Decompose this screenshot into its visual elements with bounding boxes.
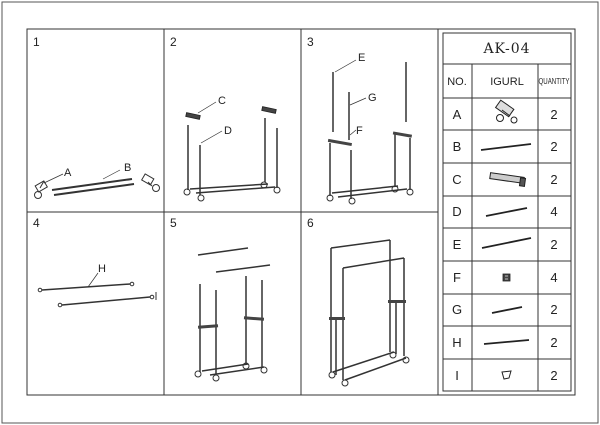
step-panel-5: 5 xyxy=(170,216,271,382)
part-label-b: B xyxy=(124,162,131,174)
part-quantity: 2 xyxy=(550,139,557,154)
step-number: 4 xyxy=(33,216,40,230)
part-quantity: 2 xyxy=(550,172,557,187)
caster-wheel-icon xyxy=(34,180,49,199)
part-id: F xyxy=(453,270,461,285)
step-number: 1 xyxy=(33,35,40,49)
table-row: I 2 xyxy=(455,368,557,383)
upright-tube-icon xyxy=(485,207,528,217)
panel-grid xyxy=(27,29,439,395)
connector-bracket-icon xyxy=(329,300,406,320)
frame-with-uprights-drawing xyxy=(326,62,414,205)
part-quantity: 2 xyxy=(550,335,557,350)
part-quantity: 2 xyxy=(550,237,557,252)
hanging-rail-icon xyxy=(483,339,530,345)
part-quantity: 2 xyxy=(550,107,557,122)
part-label-d: D xyxy=(224,125,232,137)
part-id: C xyxy=(452,172,461,187)
model-title: AK-04 xyxy=(482,41,530,57)
step-panel-4: 4 H xyxy=(33,216,157,308)
step-panel-6: 6 xyxy=(307,216,410,387)
step-panel-1: 1 A B xyxy=(33,35,160,199)
hanging-rail-drawing xyxy=(37,281,157,308)
part-quantity: 4 xyxy=(550,270,557,285)
part-id: E xyxy=(453,237,462,252)
header-figure: IGURL xyxy=(490,76,524,88)
table-row: A 2 xyxy=(453,99,558,124)
connector-bracket-icon xyxy=(185,106,277,120)
table-row: E 2 xyxy=(453,237,558,252)
step-number: 2 xyxy=(170,35,177,49)
caster-wheel-icon xyxy=(140,173,160,192)
connector-bracket-icon xyxy=(197,316,265,329)
long-tube-pair xyxy=(51,178,135,196)
part-quantity: 2 xyxy=(550,302,557,317)
part-label-g: G xyxy=(368,92,377,104)
part-id: B xyxy=(453,139,462,154)
rack-with-rails-drawing xyxy=(194,247,271,382)
connector-bracket-icon xyxy=(489,172,527,187)
top-tube-icon xyxy=(481,237,532,249)
step-panel-2: 2 C D xyxy=(170,35,281,202)
part-id: I xyxy=(455,368,459,383)
part-label-a: A xyxy=(64,167,72,179)
completed-rack-drawing xyxy=(328,239,410,387)
step-number: 6 xyxy=(307,216,314,230)
step-number: 3 xyxy=(307,35,314,49)
short-tube-icon xyxy=(491,306,523,314)
clamp-icon xyxy=(502,273,511,282)
parts-table: AK-04 NO. IGURL QUANTITY A xyxy=(442,32,572,392)
header-no: NO. xyxy=(447,76,467,88)
partial-frame-drawing xyxy=(183,118,281,202)
step-panel-3: 3 E G F xyxy=(307,35,414,205)
table-row: G 2 xyxy=(452,302,558,317)
header-quantity: QUANTITY xyxy=(539,77,571,86)
step-number: 5 xyxy=(170,216,177,230)
part-quantity: 2 xyxy=(550,368,557,383)
table-row: D 4 xyxy=(452,204,557,219)
caster-wheel-icon xyxy=(494,99,518,124)
part-label-e: E xyxy=(358,52,365,64)
table-row: C 2 xyxy=(452,172,557,187)
part-label-h: H xyxy=(98,263,106,275)
part-id: A xyxy=(453,107,462,122)
part-id: H xyxy=(452,335,461,350)
part-label-c: C xyxy=(218,95,226,107)
connector-bracket-icon xyxy=(327,131,413,147)
table-row: B 2 xyxy=(453,139,558,154)
table-row: H 2 xyxy=(452,335,557,350)
long-tube-icon xyxy=(480,143,532,151)
part-id: G xyxy=(452,302,462,317)
table-row: F 4 xyxy=(453,270,558,285)
part-label-f: F xyxy=(356,125,363,137)
part-quantity: 4 xyxy=(550,204,557,219)
part-id: D xyxy=(452,204,461,219)
end-cap-icon xyxy=(501,370,512,380)
